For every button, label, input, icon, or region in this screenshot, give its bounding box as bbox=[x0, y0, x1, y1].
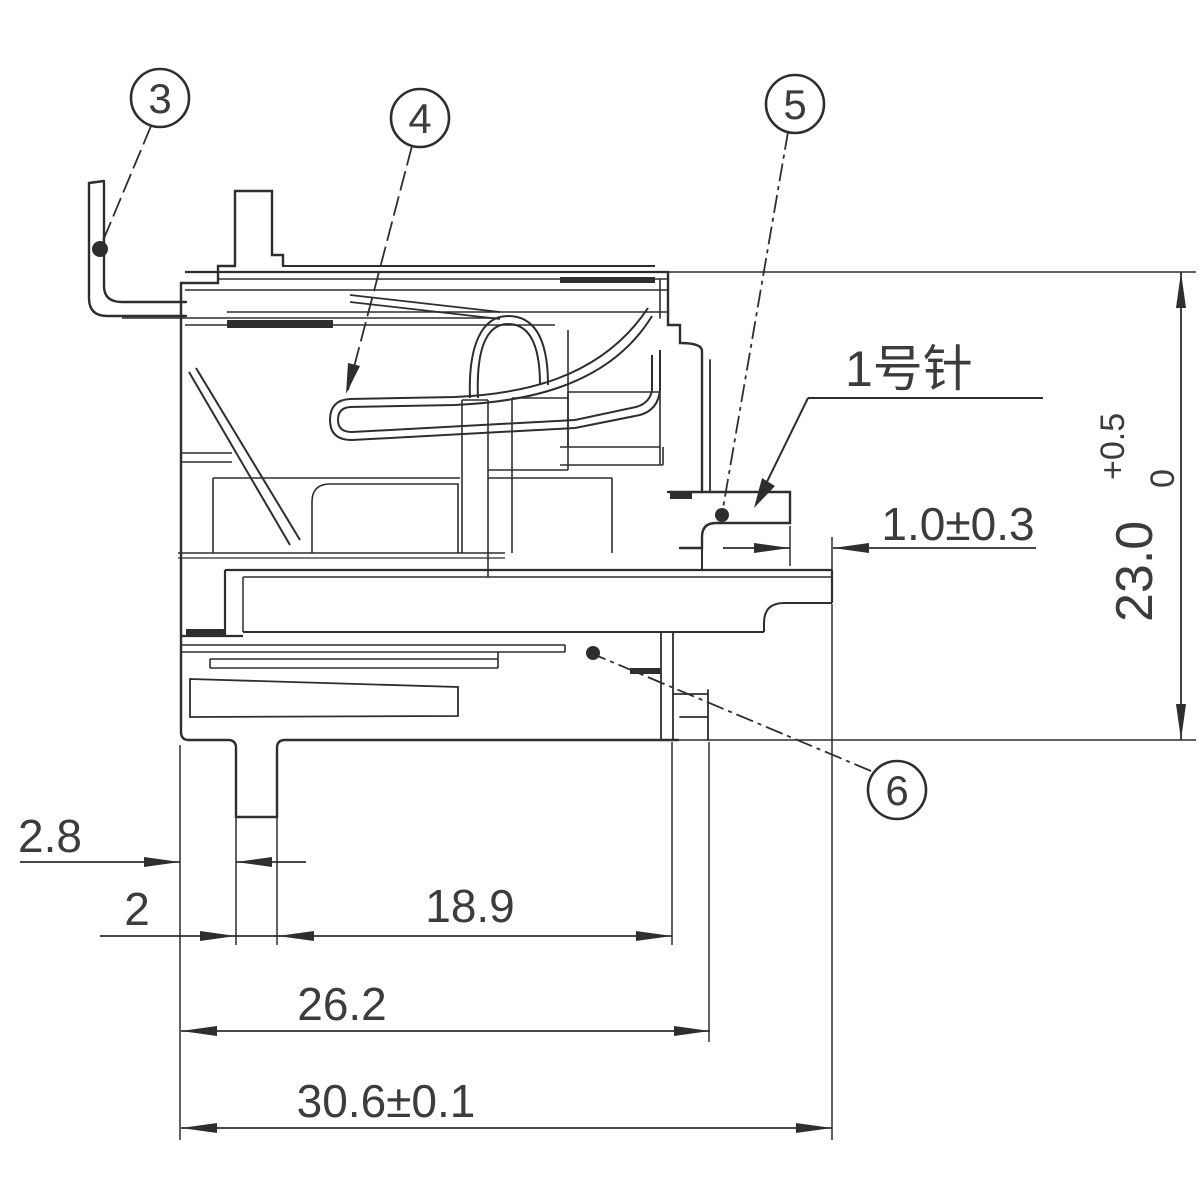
internal-cavities bbox=[178, 330, 664, 577]
dimension-lines bbox=[20, 272, 1182, 1129]
balloon-3-number: 3 bbox=[148, 75, 171, 122]
right-foot bbox=[660, 631, 709, 741]
bar-left-fill bbox=[186, 629, 225, 636]
pin-1-callout: 1号针 bbox=[754, 341, 1043, 508]
dimension-arrowheads bbox=[144, 272, 1186, 1133]
terminal-bar bbox=[182, 568, 834, 638]
dim-23-0-vertical: 23.0 +0.5 0 bbox=[1094, 413, 1182, 622]
dim-18-9-text: 18.9 bbox=[425, 880, 515, 932]
pin-1-outline bbox=[666, 490, 792, 550]
top-tab bbox=[233, 189, 285, 268]
leader-terminators bbox=[92, 241, 729, 660]
dimension-texts: 2.8 2 18.9 26.2 30.6±0.1 1.0±0.3 23.0 +0… bbox=[18, 413, 1182, 1127]
leader-line-5 bbox=[721, 131, 789, 515]
balloon-5-circle bbox=[764, 73, 826, 135]
shield-band-thick bbox=[227, 320, 333, 328]
extension-lines bbox=[179, 271, 1196, 1140]
balloon-4-circle bbox=[389, 87, 451, 149]
dim-23-0-tol-lower: 0 bbox=[1144, 469, 1182, 488]
right-wall-upper bbox=[666, 270, 704, 494]
balloon-4-number: 4 bbox=[408, 95, 431, 142]
lower-contact-fill bbox=[630, 668, 661, 674]
laminated-contact-band bbox=[122, 265, 668, 326]
shield-band-thick-right bbox=[560, 277, 655, 283]
lower-contact-plates bbox=[182, 644, 566, 718]
dim-30-6-text: 30.6±0.1 bbox=[297, 1075, 476, 1127]
leader-line-4 bbox=[347, 145, 413, 391]
leader-dot-6 bbox=[586, 646, 600, 660]
dim-1-0-text: 1.0±0.3 bbox=[881, 498, 1034, 550]
balloon-5-number: 5 bbox=[783, 81, 806, 128]
leader-dot-3 bbox=[92, 241, 108, 257]
dim-2-8-text: 2.8 bbox=[18, 810, 82, 862]
contact-spring-curve bbox=[328, 307, 661, 442]
balloon-6-circle bbox=[866, 759, 928, 821]
pin-1-leader-arrow bbox=[754, 478, 775, 508]
pin-1-label: 1号针 bbox=[845, 341, 973, 397]
mount-bracket bbox=[87, 179, 188, 318]
leader-dot-5 bbox=[715, 508, 729, 522]
leader-line-3 bbox=[99, 125, 152, 249]
leader-lines bbox=[99, 125, 872, 772]
dim-23-0-tol-upper: +0.5 bbox=[1094, 413, 1132, 480]
housing-outline bbox=[87, 179, 792, 819]
bottom-edge-and-leg bbox=[187, 738, 680, 819]
dim-2-text: 2 bbox=[124, 883, 150, 935]
dim-26-2-text: 26.2 bbox=[297, 978, 387, 1030]
pin-root-fill bbox=[670, 492, 692, 499]
left-wall bbox=[179, 281, 191, 742]
leader-arrow-4 bbox=[346, 363, 360, 394]
balloon-callouts: 3 4 5 6 bbox=[92, 67, 928, 821]
balloon-6-number: 6 bbox=[885, 767, 908, 814]
balloon-3-circle bbox=[129, 67, 191, 129]
leader-line-6 bbox=[592, 653, 872, 772]
dim-23-0-value: 23.0 bbox=[1106, 521, 1164, 622]
